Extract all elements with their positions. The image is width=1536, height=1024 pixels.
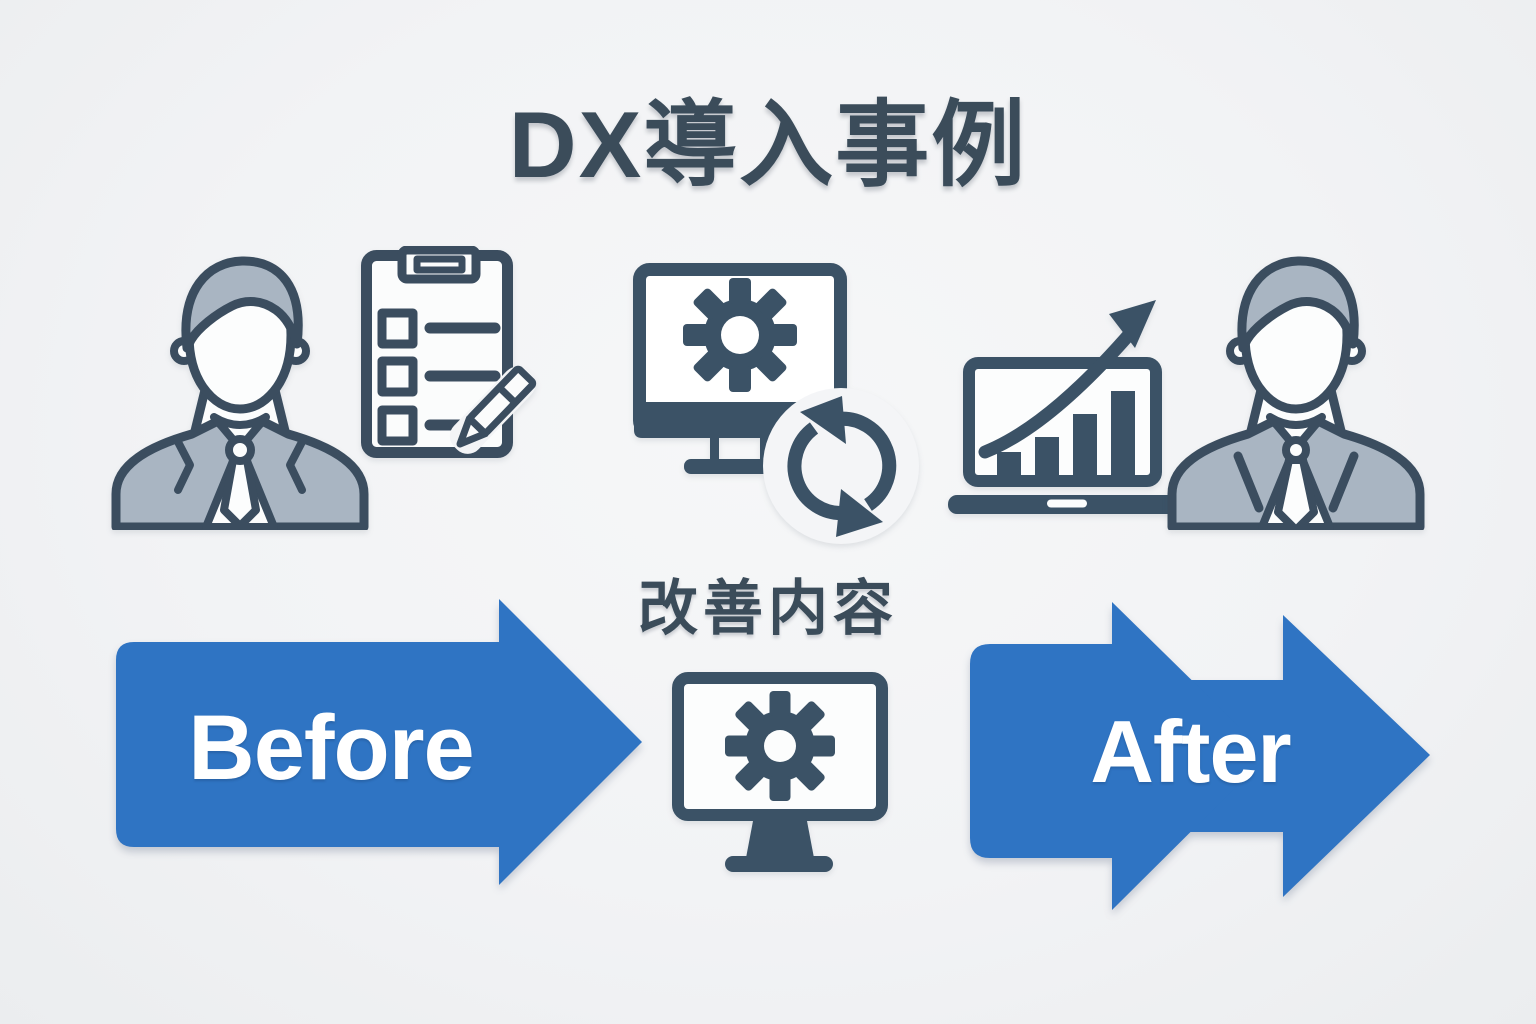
tie-knot	[225, 435, 255, 465]
monitor-stand-base	[725, 856, 833, 872]
tie	[1274, 456, 1318, 530]
before-arrow	[116, 599, 642, 885]
tie-knot	[1282, 436, 1310, 464]
tie	[220, 456, 260, 530]
monitor-stand	[746, 821, 814, 858]
lapel-mark-right	[1328, 451, 1359, 513]
computer-gear-icon	[672, 672, 888, 872]
after-arrow-label: After	[1090, 702, 1291, 801]
lapel-mark-left	[1233, 451, 1264, 513]
checkbox	[377, 356, 418, 397]
hair	[181, 256, 303, 353]
businessman-icon	[111, 256, 369, 530]
monitor-stand-base	[684, 459, 776, 474]
improvement-label: 改善内容	[638, 575, 898, 642]
laptop-screen	[963, 357, 1162, 487]
checkbox	[377, 308, 418, 349]
page-title: DX導入事例	[508, 92, 1028, 197]
checkbox	[377, 405, 418, 446]
trend-arrow-icon	[978, 300, 1156, 459]
gear-icon	[683, 278, 797, 392]
sync-arrows-icon	[763, 388, 919, 544]
computer-gear-sync-icon	[633, 263, 919, 544]
after-arrow	[970, 602, 1430, 910]
lapel-mark-right	[286, 436, 307, 494]
before-arrow-label: Before	[188, 697, 474, 799]
gear-icon	[725, 691, 835, 801]
businessman-icon	[1167, 256, 1425, 530]
laptop-growth-chart-icon	[948, 300, 1182, 514]
hair	[1237, 256, 1359, 353]
pencil-icon	[449, 365, 537, 454]
checklist-clipboard-pencil-icon	[361, 246, 537, 458]
bar-chart-icon	[997, 391, 1135, 481]
lapel-mark-left	[173, 436, 194, 494]
